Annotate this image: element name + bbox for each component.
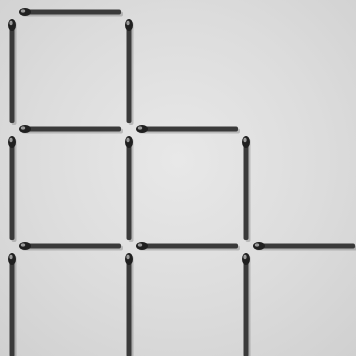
matchstick-stick — [244, 254, 249, 356]
matchstick-head — [19, 242, 31, 250]
matchstick-stick — [254, 244, 355, 249]
matchstick-vertical[interactable] — [125, 136, 134, 242]
matchstick-head — [125, 19, 133, 31]
matchstick-head-highlight — [126, 21, 129, 25]
matchstick-head — [136, 125, 148, 133]
matchstick-stick — [127, 137, 132, 240]
matchstick-stick — [244, 137, 249, 240]
matchstick-stick — [20, 127, 121, 132]
matchstick-stick — [20, 244, 121, 249]
matchstick-head-highlight — [21, 9, 25, 12]
matchstick-head-highlight — [9, 21, 12, 25]
matchstick-vertical[interactable] — [8, 253, 17, 356]
matchstick-head — [8, 136, 16, 148]
matchstick-stick — [20, 10, 121, 15]
matchstick-vertical[interactable] — [242, 253, 251, 356]
matchstick-head-highlight — [138, 126, 142, 129]
matchstick-vertical[interactable] — [8, 19, 17, 125]
matchstick-head — [8, 19, 16, 31]
matchstick-head — [19, 8, 31, 16]
matchstick-head-highlight — [9, 255, 12, 259]
matchstick-head — [125, 253, 133, 265]
matchstick-head — [253, 242, 265, 250]
matchstick-stick — [137, 127, 238, 132]
matchstick-stick — [10, 254, 15, 356]
matchstick-head — [125, 136, 133, 148]
matchstick-stick — [137, 244, 238, 249]
matchstick-stick — [10, 20, 15, 123]
matchstick-horizontal[interactable] — [19, 242, 123, 251]
matchstick-vertical[interactable] — [125, 19, 134, 125]
matchstick-head-highlight — [255, 243, 259, 246]
matchstick-vertical[interactable] — [125, 253, 134, 356]
matchstick-head-highlight — [21, 126, 25, 129]
matchstick-head — [19, 125, 31, 133]
matchstick-horizontal[interactable] — [19, 8, 123, 17]
matchstick-head-highlight — [243, 255, 246, 259]
matchstick-head-highlight — [21, 243, 25, 246]
matchstick-head — [242, 136, 250, 148]
matchstick-stick — [127, 254, 132, 356]
matchstick-vertical[interactable] — [8, 136, 17, 242]
matchstick-stick — [10, 137, 15, 240]
matchstick-head-highlight — [126, 255, 129, 259]
matchstick-head-highlight — [138, 243, 142, 246]
matchstick-head-highlight — [126, 138, 129, 142]
matchstick-head-highlight — [243, 138, 246, 142]
matchstick-vertical[interactable] — [242, 136, 251, 242]
matchstick-head — [136, 242, 148, 250]
matchstick-horizontal[interactable] — [253, 242, 356, 251]
matchstick-head-highlight — [9, 138, 12, 142]
matchstick-horizontal[interactable] — [136, 242, 240, 251]
matchstick-horizontal[interactable] — [136, 125, 240, 134]
matchstick-horizontal[interactable] — [19, 125, 123, 134]
matchstick-head — [8, 253, 16, 265]
matchstick-head — [242, 253, 250, 265]
matchstick-stick — [127, 20, 132, 123]
